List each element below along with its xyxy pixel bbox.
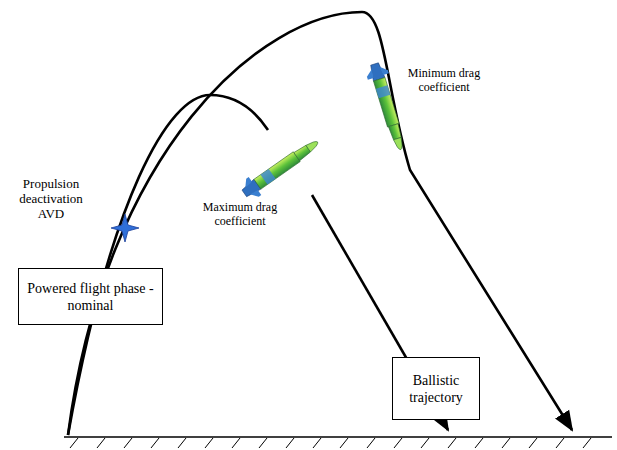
ground-line [64, 437, 612, 448]
ground-hatch [124, 438, 132, 448]
ground-hatch [286, 438, 294, 448]
phase-box: Powered flight phase - nominal [18, 268, 163, 325]
box-text: Powered flight phase - nominal [25, 280, 156, 314]
ground-hatch [475, 438, 483, 448]
ground-hatch [313, 438, 321, 448]
rocket-min-drag [364, 61, 411, 153]
ground-hatch [259, 438, 267, 448]
box-text: Ballistic trajectory [399, 372, 473, 406]
phase-box: Ballistic trajectory [392, 357, 480, 420]
rocket-label: Minimum drag coefficient [403, 66, 485, 94]
rocket-label: Maximum drag coefficient [196, 200, 284, 228]
ground-hatch [70, 438, 78, 448]
ground-hatch [151, 438, 159, 448]
ground-hatch [421, 438, 429, 448]
rocket-max-drag [238, 133, 324, 202]
ground-hatch [367, 438, 375, 448]
ground-hatch [205, 438, 213, 448]
ground-hatch [529, 438, 537, 448]
ground-hatch [583, 438, 591, 448]
event-label: Propulsion deactivation AVD [12, 176, 90, 221]
trajectory-inner [68, 95, 268, 435]
ground-hatch [232, 438, 240, 448]
ground-hatch [556, 438, 564, 448]
deactivation-star [111, 214, 139, 242]
ground-hatch [448, 438, 456, 448]
ground-hatch [178, 438, 186, 448]
ground-hatch [97, 438, 105, 448]
ground-hatch [340, 438, 348, 448]
ground-hatch [502, 438, 510, 448]
ground-hatch [394, 438, 402, 448]
trajectory-outer [68, 12, 572, 435]
